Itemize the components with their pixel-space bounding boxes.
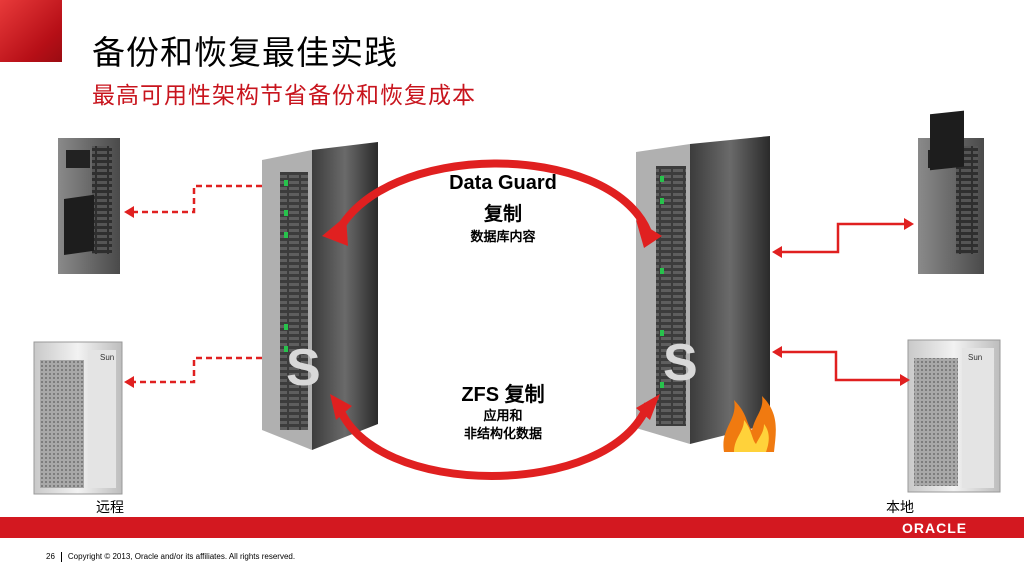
tape-library-icon	[58, 138, 120, 274]
arrow-icon	[778, 222, 908, 382]
page-subtitle: 最高可用性架构节省备份和恢复成本	[92, 83, 476, 109]
zfs-note-1: 应用和	[483, 408, 523, 423]
exadata-rack-icon: S	[262, 142, 378, 450]
storage-appliance-icon: Sun	[907, 339, 1001, 493]
page-number: 26	[46, 552, 55, 562]
zfs-note-2: 非结构化数据	[463, 426, 542, 441]
dataguard-note: 数据库内容	[470, 229, 536, 244]
dataguard-subtitle: 复制	[483, 204, 522, 225]
corner-accent	[0, 0, 62, 62]
oracle-logo: ORACLE	[902, 520, 968, 536]
fire-icon	[723, 396, 776, 452]
storage-appliance-icon: Sun	[33, 341, 123, 495]
svg-text:S: S	[286, 339, 321, 397]
sun-logo-left: Sun	[100, 353, 114, 362]
arrow-icon	[124, 376, 134, 388]
bottom-bar	[0, 517, 1024, 538]
tape-library-icon	[918, 110, 984, 274]
arrow-icon	[124, 206, 134, 218]
dataguard-title: Data Guard	[449, 172, 557, 194]
replication-arc-top	[322, 159, 662, 248]
exadata-rack-icon: S	[636, 136, 770, 444]
footer: 26 Copyright © 2013, Oracle and/or its af…	[46, 552, 295, 562]
page-title: 备份和恢复最佳实践	[92, 33, 398, 72]
remote-label: 远程	[96, 500, 124, 516]
sun-logo-right: Sun	[968, 353, 982, 362]
copyright: Copyright © 2013, Oracle and/or its affi…	[67, 552, 296, 562]
arrow-icon	[128, 184, 262, 384]
replication-arc-bottom	[330, 394, 660, 480]
svg-text:S: S	[663, 334, 698, 392]
zfs-title: ZFS 复制	[461, 384, 545, 406]
local-label: 本地	[886, 500, 914, 516]
